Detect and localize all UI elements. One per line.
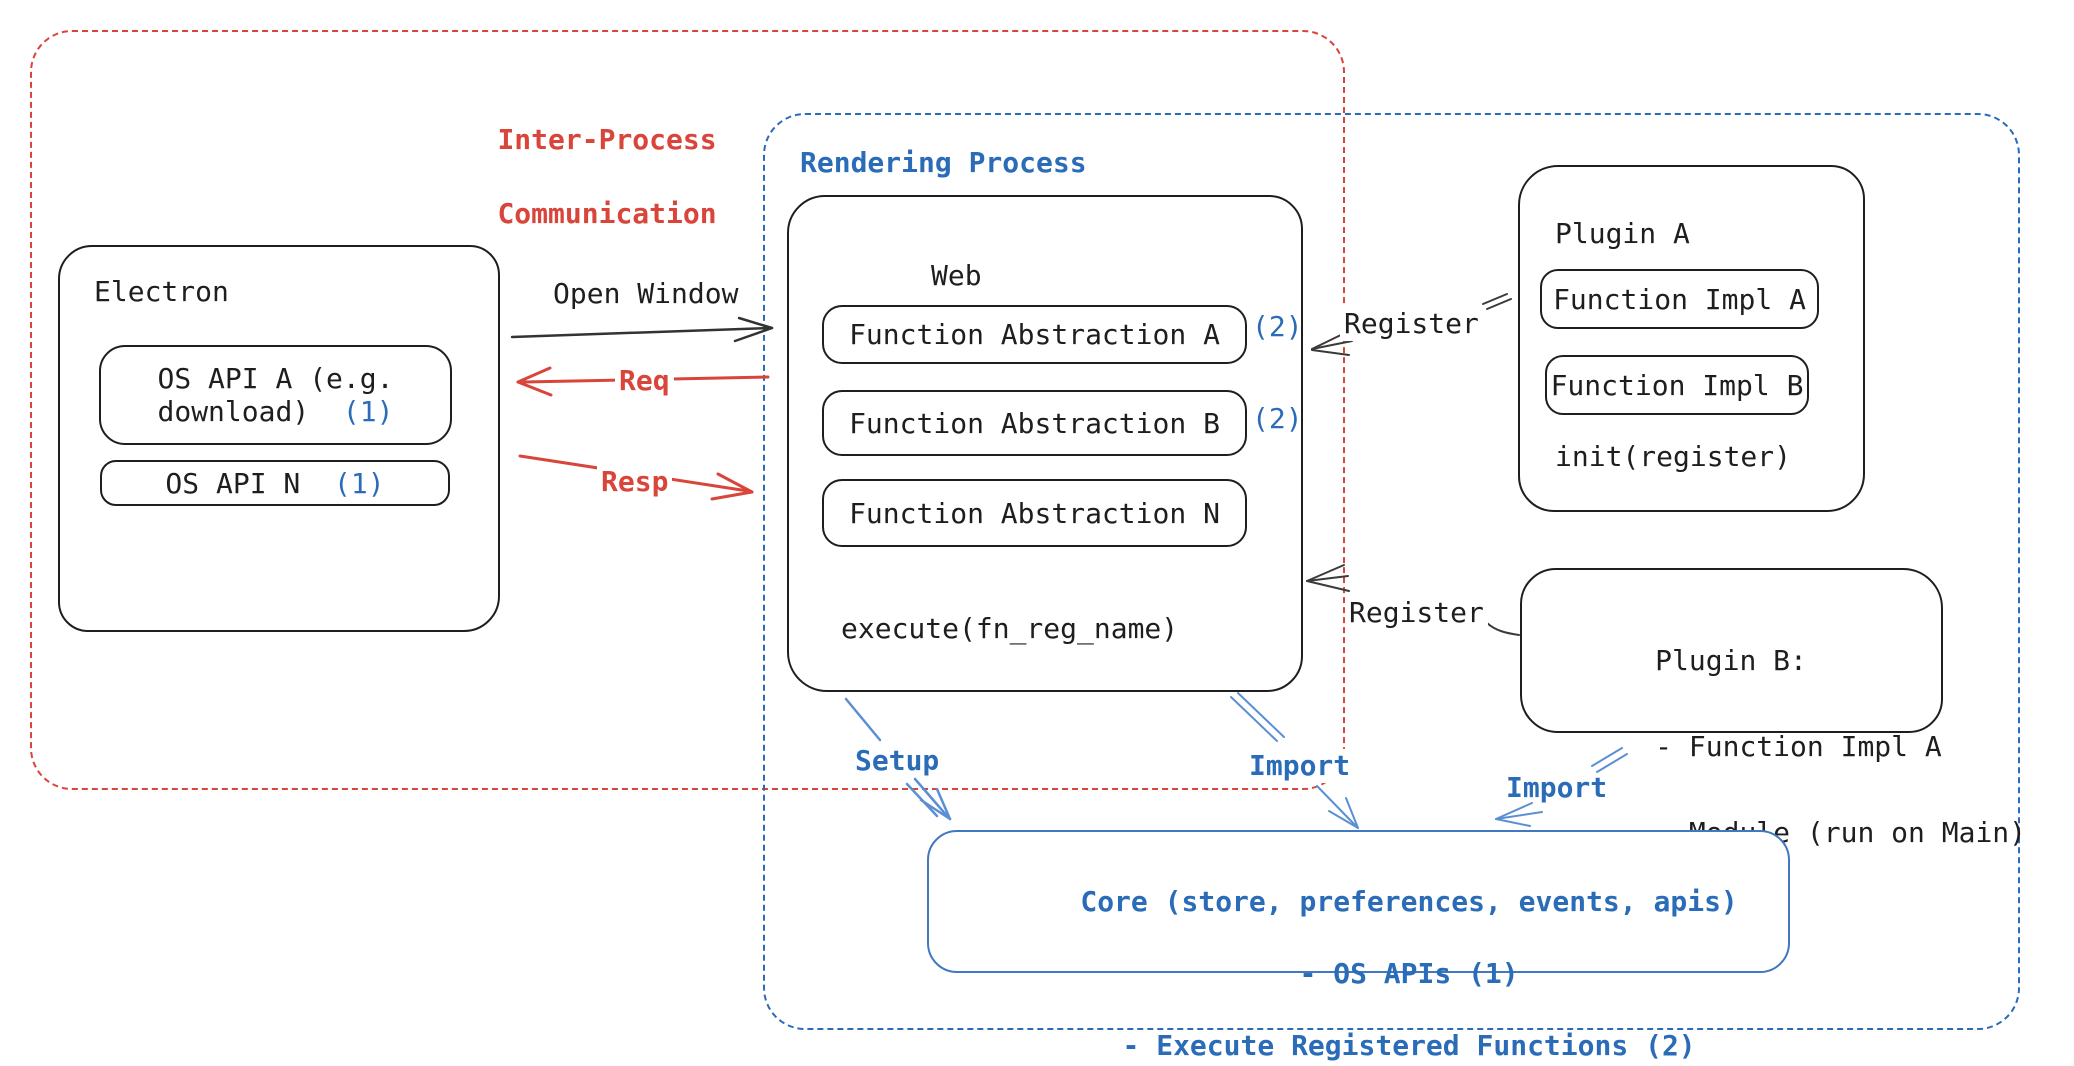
execute-text: execute(fn_reg_name) xyxy=(841,612,1179,645)
function-abstraction-a-ref: (2) xyxy=(1252,310,1303,343)
rendering-process-label: Rendering Process xyxy=(800,146,1087,179)
function-impl-b-box: Function Impl B xyxy=(1545,355,1809,415)
os-api-a-label: OS API A (e.g. download) (1) xyxy=(157,362,393,428)
plugin-a-init-text: init(register) xyxy=(1555,440,1792,473)
ipc-label-line2: Communication xyxy=(497,197,717,230)
electron-box: Electron OS API A (e.g. download) (1) OS… xyxy=(58,245,500,632)
ipc-group-label: Inter-Process Communication xyxy=(430,84,717,269)
ipc-label-line1: Inter-Process xyxy=(497,123,717,156)
function-abstraction-b-box: Function Abstraction B xyxy=(822,390,1247,456)
os-api-n-box: OS API N (1) xyxy=(100,460,450,506)
req-label: Req xyxy=(615,364,674,398)
core-line2: - OS APIs (1) xyxy=(1299,957,1519,990)
function-impl-a-box: Function Impl A xyxy=(1540,269,1819,329)
ipc-group-frame xyxy=(30,30,1345,790)
electron-title: Electron xyxy=(94,275,229,308)
os-api-a-box: OS API A (e.g. download) (1) xyxy=(99,345,452,445)
os-api-a-line1: OS API A (e.g. xyxy=(157,362,394,395)
core-line1: Core (store, preferences, events, apis) xyxy=(1080,885,1738,918)
os-api-a-ref: (1) xyxy=(342,395,394,428)
plugin-b-title: Plugin B: xyxy=(1655,644,1807,677)
function-abstraction-b-label: Function Abstraction B xyxy=(849,406,1220,440)
function-abstraction-n-label: Function Abstraction N xyxy=(849,496,1220,530)
open-window-label: Open Window xyxy=(553,277,739,310)
plugin-b-box: Plugin B: - Function Impl A - Module (ru… xyxy=(1520,568,2026,849)
web-title: Web xyxy=(931,259,982,292)
plugin-a-box: Plugin A Function Impl A Function Impl B… xyxy=(1518,165,1865,512)
resp-label: Resp xyxy=(597,465,673,499)
function-abstraction-a-label: Function Abstraction A xyxy=(849,318,1220,351)
web-box: Web Function Abstraction A Function Abst… xyxy=(787,195,1303,692)
plugin-b-item1: - Function Impl A xyxy=(1655,730,1942,763)
function-impl-b-label: Function Impl B xyxy=(1550,368,1804,402)
setup-label: Setup xyxy=(855,744,940,777)
core-content: Core (store, preferences, events, apis) … xyxy=(929,848,1788,1066)
import-plugin-b-label: Import xyxy=(1506,771,1608,804)
register-a-label: Register xyxy=(1340,307,1483,341)
plugin-a-title: Plugin A xyxy=(1555,217,1690,250)
function-abstraction-n-box: Function Abstraction N xyxy=(822,479,1247,547)
plugin-b-content: Plugin B: - Function Impl A - Module (ru… xyxy=(1554,596,2026,897)
core-box: Core (store, preferences, events, apis) … xyxy=(927,830,1790,1062)
function-abstraction-b-ref: (2) xyxy=(1252,402,1303,435)
os-api-a-line2: download) xyxy=(157,395,310,428)
core-line3: - Execute Registered Functions (2) xyxy=(1122,1029,1696,1062)
os-api-n-text: OS API N xyxy=(165,466,301,500)
register-b-label: Register xyxy=(1345,596,1488,630)
os-api-n-label: OS API N (1) xyxy=(165,467,384,500)
function-abstraction-a-box: Function Abstraction A xyxy=(822,305,1247,364)
import-web-label: Import xyxy=(1245,749,1355,783)
function-impl-a-label: Function Impl A xyxy=(1553,282,1806,316)
rendering-process-frame xyxy=(763,113,2020,1030)
os-api-n-ref: (1) xyxy=(334,466,385,500)
